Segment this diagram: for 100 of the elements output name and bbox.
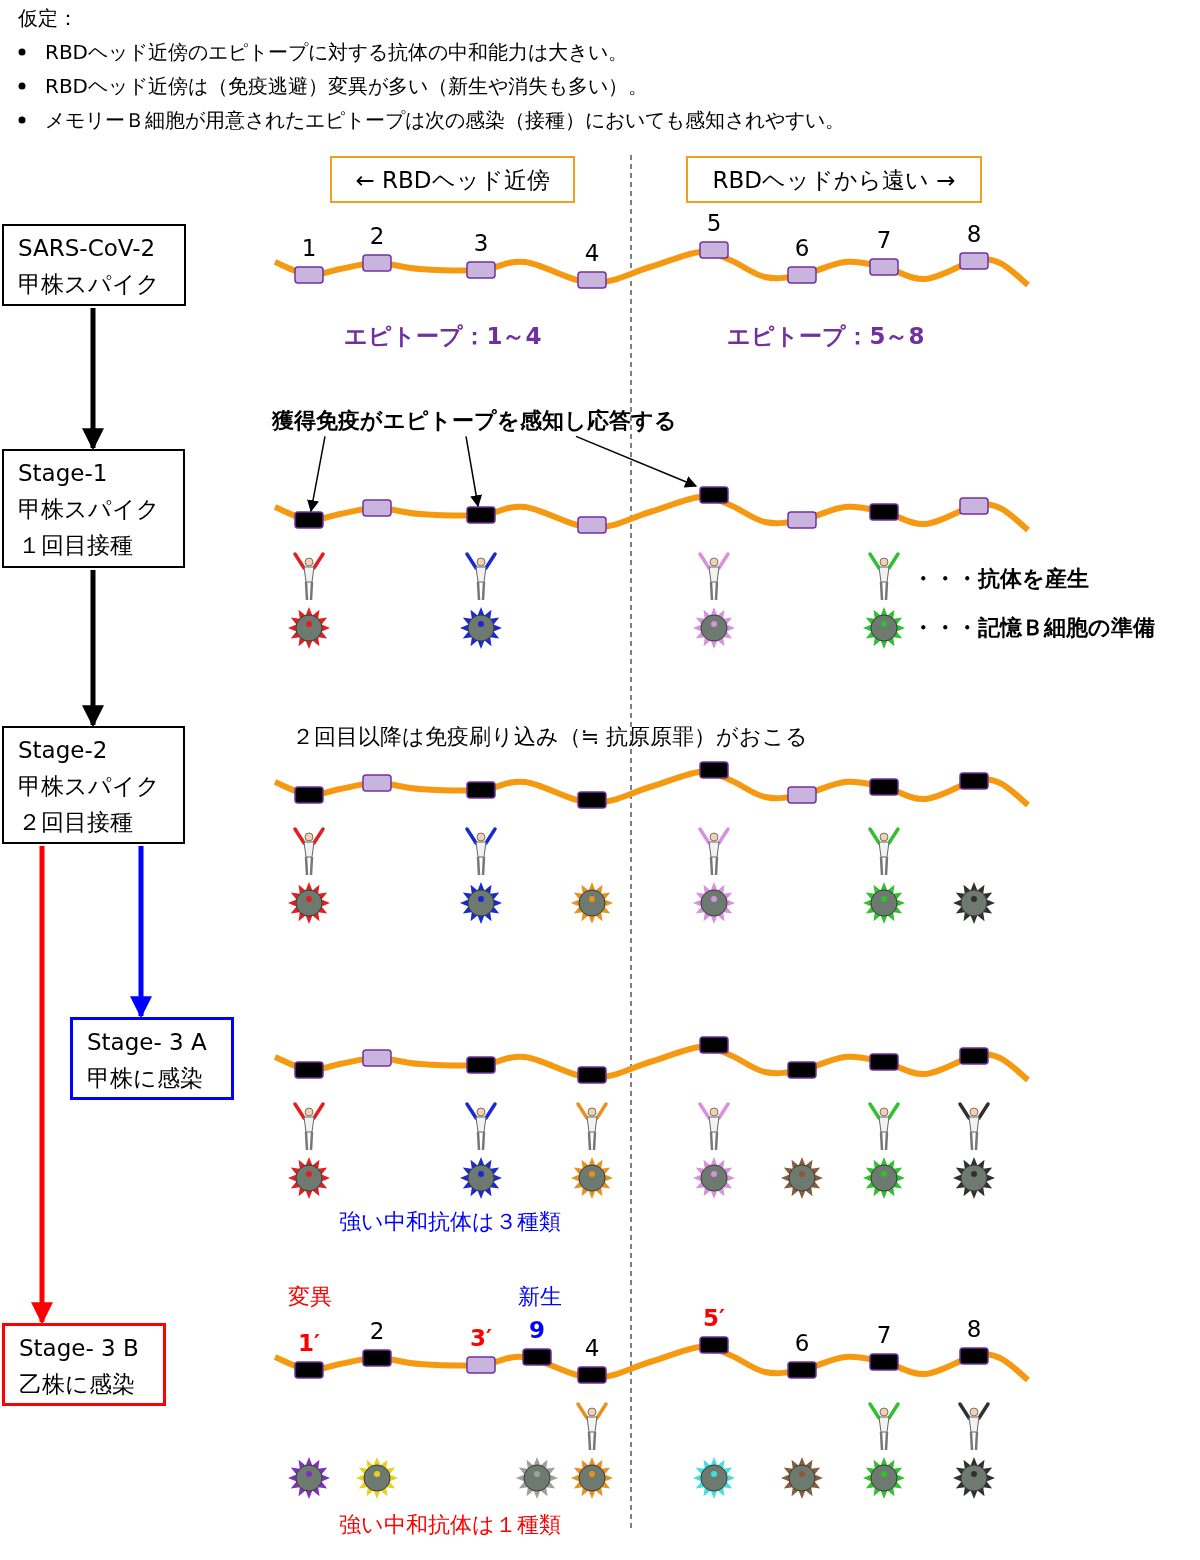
box-text: 甲株スパイク [18,772,161,801]
epitope-marker [869,503,899,521]
box-text: Stage-2 [18,736,109,765]
caption-text: エピトープ：5～8 [727,323,925,351]
stage-box [70,1017,234,1100]
leader-line [307,435,326,513]
epitope-marker [959,497,989,515]
epitope-marker [466,261,496,279]
epitope-number: 8 [966,221,982,249]
epitope-marker [869,1053,899,1071]
epitope-marker [869,1353,899,1371]
epitope-number: 4 [584,240,600,268]
epitope-marker [699,241,729,259]
region-label-box [330,156,575,203]
epitope-marker [787,511,817,529]
epitope-number: 2 [369,1318,385,1346]
box-text: 乙株に感染 [19,1370,136,1399]
box-text: Stage- 3 A [87,1028,208,1057]
epitope-number: 1′ [297,1330,321,1358]
epitope-number: 1 [301,235,317,263]
box-text: SARS-CoV-2 [18,234,157,263]
epitope-marker [362,774,392,792]
epitope-marker [577,1066,607,1084]
epitope-marker [699,1036,729,1054]
summary-text: 強い中和抗体は１種類 [339,1511,561,1539]
stage-box [2,224,186,306]
epitope-marker [869,778,899,796]
leader-line [575,435,698,488]
note-text: ２回目以降は免疫刷り込み（≒ 抗原原罪）がおこる [292,723,809,751]
note-text: 新生 [518,1283,562,1311]
assumption-text: RBDヘッド近傍は（免疫逃避）変異が多い（新生や消失も多い）。 [45,74,649,98]
box-text: 甲株スパイク [18,495,161,524]
stage-box [2,449,185,568]
epitope-number: 5 [706,210,722,238]
epitope-marker [362,499,392,517]
epitope-number: 3 [473,230,489,258]
box-text: 甲株に感染 [87,1064,204,1093]
epitope-marker [577,791,607,809]
box-text: ２回目接種 [18,808,134,837]
epitope-marker [787,1361,817,1379]
epitope-marker [959,1347,989,1365]
assumption-text: メモリーＢ細胞が用意されたエピトープは次の感染（接種）においても感知されやすい。 [45,108,845,132]
epitope-marker [959,252,989,270]
epitope-marker [466,781,496,799]
epitope-number: 6 [794,1330,810,1358]
box-text: RBDヘッドから遠い → [712,165,956,195]
assumption-text: RBDヘッド近傍のエピトープに対する抗体の中和能力は大きい。 [45,40,629,64]
box-text: ← RBDヘッド近傍 [355,165,550,195]
heading: 仮定： [18,6,78,30]
epitope-marker [699,1336,729,1354]
note-text: ・・・抗体を産生 [912,565,1089,593]
epitope-marker [787,786,817,804]
epitope-marker [787,266,817,284]
epitope-marker [294,786,324,804]
epitope-number: 3′ [469,1325,493,1353]
epitope-marker [577,1366,607,1384]
epitope-number: 9 [529,1317,545,1345]
arrow [82,570,104,728]
leader-line [465,435,483,508]
epitope-marker [959,1047,989,1065]
box-text: Stage- 3 B [19,1334,140,1363]
box-text: Stage-1 [18,459,109,488]
epitope-marker [294,1061,324,1079]
epitope-marker [699,761,729,779]
epitope-marker [294,1361,324,1379]
arrow [31,846,53,1325]
stage-box [2,1323,166,1406]
epitope-marker [959,772,989,790]
epitope-number: 2 [369,223,385,251]
annotation-text: 獲得免疫がエピトープを感知し応答する [272,408,677,435]
epitope-number: 6 [794,235,810,263]
epitope-marker [294,266,324,284]
arrow [82,308,104,451]
epitope-marker [466,1056,496,1074]
epitope-marker [869,258,899,276]
epitope-marker [466,506,496,524]
epitope-marker [577,516,607,534]
caption-text: エピトープ：1～4 [344,323,542,351]
epitope-marker [699,486,729,504]
epitope-number: 4 [584,1335,600,1363]
epitope-number: 7 [876,1322,892,1350]
epitope-number: 5′ [702,1305,726,1333]
epitope-marker [466,1356,496,1374]
epitope-number: 7 [876,227,892,255]
epitope-marker [362,1049,392,1067]
note-text: 変異 [288,1283,332,1311]
summary-text: 強い中和抗体は３種類 [339,1208,561,1236]
epitope-marker [294,511,324,529]
note-text: ・・・記憶Ｂ細胞の準備 [912,614,1155,642]
epitope-marker [787,1061,817,1079]
epitope-marker [522,1348,552,1366]
epitope-marker [577,271,607,289]
epitope-marker [362,254,392,272]
box-text: １回目接種 [18,531,134,560]
epitope-marker [362,1349,392,1367]
stage-box [2,726,185,844]
box-text: 甲株スパイク [18,270,161,299]
arrow [130,846,152,1019]
epitope-number: 8 [966,1316,982,1344]
region-label-box [686,156,982,203]
